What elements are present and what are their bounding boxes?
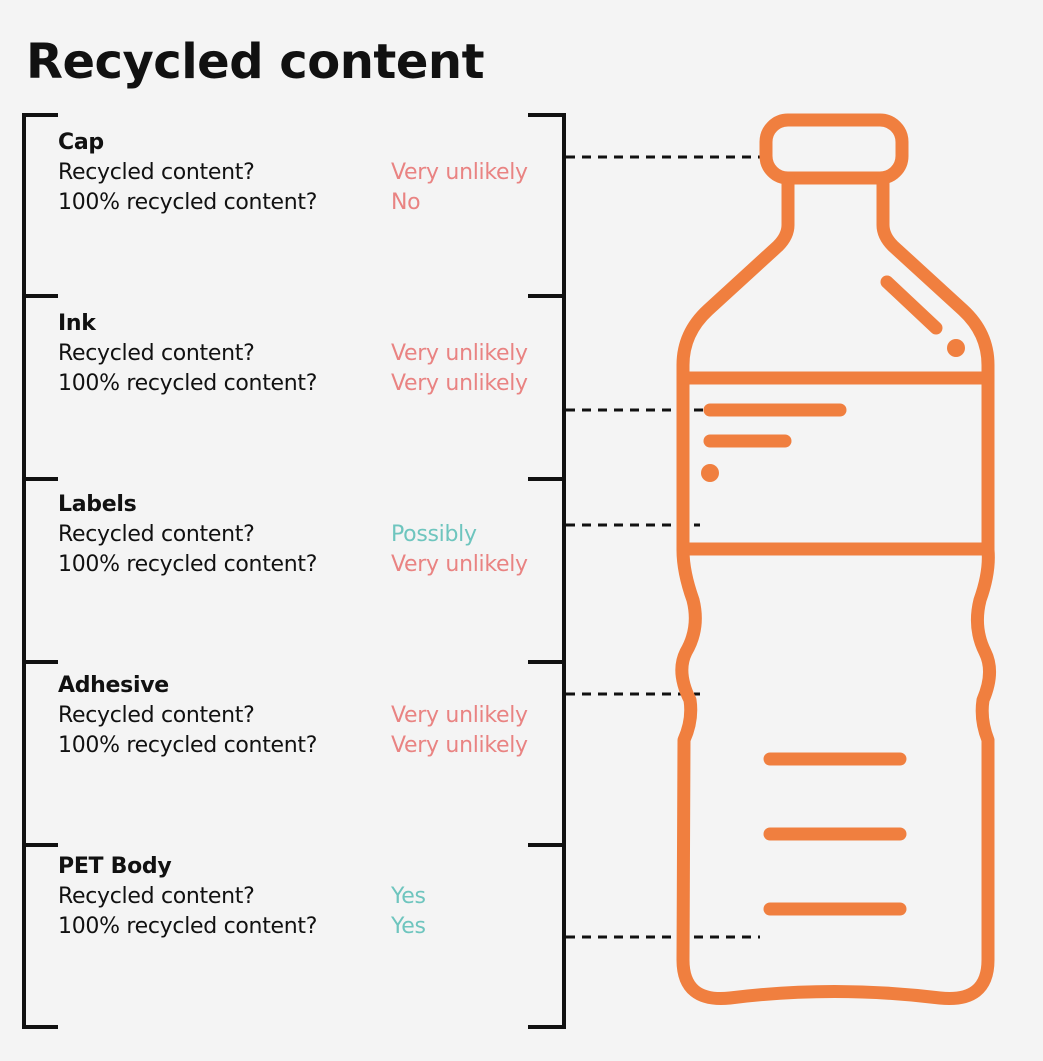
section-cap: Cap Recycled content? Very unlikely 100%… xyxy=(58,128,558,218)
full-recycled-content-row: 100% recycled content? Yes xyxy=(58,912,558,942)
section-adhesive: Adhesive Recycled content? Very unlikely… xyxy=(58,671,558,761)
section-title: PET Body xyxy=(58,854,172,879)
answer-value: Very unlikely xyxy=(391,341,528,366)
bottle-cap-icon xyxy=(759,113,909,185)
section-labels: Labels Recycled content? Possibly 100% r… xyxy=(58,490,558,580)
recycled-content-row: Recycled content? Very unlikely xyxy=(58,339,558,369)
question-label: 100% recycled content? xyxy=(58,914,318,939)
question-label: Recycled content? xyxy=(58,884,255,909)
question-label: 100% recycled content? xyxy=(58,190,318,215)
section-title: Labels xyxy=(58,492,137,517)
bottle-shine-dot xyxy=(947,339,965,357)
full-recycled-content-row: 100% recycled content? Very unlikely xyxy=(58,369,558,399)
section-title: Ink xyxy=(58,311,96,336)
question-label: Recycled content? xyxy=(58,341,255,366)
question-label: 100% recycled content? xyxy=(58,371,318,396)
label-dot xyxy=(701,464,719,482)
answer-value: No xyxy=(391,190,421,215)
question-label: Recycled content? xyxy=(58,160,255,185)
bottle-shine-line xyxy=(880,275,943,335)
recycled-content-row: Recycled content? Possibly xyxy=(58,520,558,550)
answer-value: Very unlikely xyxy=(391,371,528,396)
question-label: Recycled content? xyxy=(58,703,255,728)
question-label: 100% recycled content? xyxy=(58,552,318,577)
bottle-body-outline xyxy=(675,171,996,1006)
answer-value: Yes xyxy=(391,914,426,939)
full-recycled-content-row: 100% recycled content? No xyxy=(58,188,558,218)
recycled-content-row: Recycled content? Very unlikely xyxy=(58,701,558,731)
section-ink: Ink Recycled content? Very unlikely 100%… xyxy=(58,309,558,399)
section-title: Adhesive xyxy=(58,673,169,698)
answer-value: Very unlikely xyxy=(391,733,528,758)
answer-value: Very unlikely xyxy=(391,552,528,577)
answer-value: Possibly xyxy=(391,522,477,547)
full-recycled-content-row: 100% recycled content? Very unlikely xyxy=(58,550,558,580)
answer-value: Yes xyxy=(391,884,426,909)
question-label: Recycled content? xyxy=(58,522,255,547)
section-title: Cap xyxy=(58,130,104,155)
answer-value: Very unlikely xyxy=(391,703,528,728)
recycled-content-row: Recycled content? Yes xyxy=(58,882,558,912)
full-recycled-content-row: 100% recycled content? Very unlikely xyxy=(58,731,558,761)
page-title: Recycled content xyxy=(26,34,485,90)
question-label: 100% recycled content? xyxy=(58,733,318,758)
answer-value: Very unlikely xyxy=(391,160,528,185)
section-pet-body: PET Body Recycled content? Yes 100% recy… xyxy=(58,852,558,942)
recycled-content-row: Recycled content? Very unlikely xyxy=(58,158,558,188)
